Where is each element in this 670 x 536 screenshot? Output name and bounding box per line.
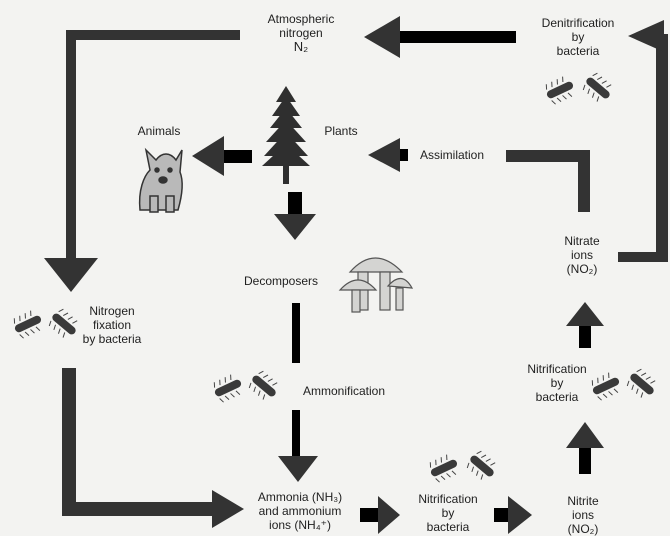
arrow-ammonia-to-nitrification-head: [378, 496, 400, 534]
arrow-nitrate-to-assimilation: [506, 150, 590, 212]
label-ammonia: Ammonia (NH₃) and ammonium ions (NH₄⁺): [258, 490, 342, 532]
arrow-ammonia-to-nitrification: [360, 508, 380, 522]
arrow-nitrification-to-nitrate: [579, 322, 591, 348]
label-line: ions (NH₄⁺): [269, 518, 331, 532]
label-line: Nitrogen: [89, 304, 135, 318]
label-line: by bacteria: [82, 332, 142, 346]
label-atmospheric-nitrogen: Atmospheric nitrogen N₂: [268, 12, 335, 54]
arrow-denitrification-to-atmosphere-head: [364, 16, 400, 58]
label-nitrogen-fixation: Nitrogen fixation by bacteria: [83, 304, 142, 346]
label-nitrite-ions: Nitrite ions (NO₂): [567, 494, 598, 536]
label-line: by: [550, 376, 564, 390]
label-line: Nitrate: [564, 234, 600, 248]
arrow-ammonification-to-ammonia: [292, 410, 300, 458]
arrow-plants-to-animals-head: [192, 136, 224, 176]
arrow-decomposers-to-ammonification: [292, 303, 300, 363]
label-animals: Animals: [137, 124, 181, 138]
label-line: bacteria: [426, 520, 470, 534]
arrow-nitrate-to-denitrification-head: [628, 20, 664, 52]
label-line: Denitrification: [541, 16, 615, 30]
label-line: by: [441, 506, 455, 520]
label-line: (NO₂): [567, 522, 599, 536]
label-plants: Plants: [324, 124, 358, 138]
dog-icon: [138, 147, 183, 213]
label-line: bacteria: [535, 390, 579, 404]
bacteria-icon: [13, 72, 656, 483]
label-nitrification-upper: Nitrification by bacteria: [527, 362, 586, 404]
label-assimilation: Assimilation: [419, 148, 485, 162]
arrow-nitrification-to-nitrate-head: [566, 302, 604, 326]
label-line: fixation: [92, 318, 132, 332]
label-line: Nitrite: [567, 494, 599, 508]
label-line: by: [571, 30, 585, 44]
label-line: ions: [570, 248, 593, 262]
label-line: Ammonia (NH₃): [257, 490, 343, 504]
arrow-plants-to-decomposers-head: [274, 214, 316, 240]
arrow-plants-to-animals: [222, 150, 252, 163]
arrow-nitrate-to-denitrification: [618, 34, 668, 262]
arrow-nitrite-to-nitrification-head: [566, 422, 604, 448]
label-denitrification: Denitrification by bacteria: [542, 16, 615, 58]
label-nitrification-lower: Nitrification by bacteria: [418, 492, 477, 534]
label-line: Atmospheric: [267, 12, 335, 26]
arrow-nitrification-to-nitrite: [494, 508, 510, 522]
tree-icon: [262, 86, 310, 184]
arrow-fixation-to-ammonia-head: [212, 490, 244, 528]
label-line: (NO₂): [566, 262, 598, 276]
label-line: nitrogen: [279, 26, 323, 40]
arrow-denitrification-to-atmosphere: [398, 31, 516, 43]
label-ammonification: Ammonification: [302, 384, 386, 398]
arrow-nitrite-to-nitrification: [579, 444, 591, 474]
label-line: Nitrification: [418, 492, 478, 506]
arrow-ammonification-to-ammonia-head: [278, 456, 318, 482]
label-line: and ammonium: [258, 504, 342, 518]
arrow-assimilation-to-plants-head: [368, 138, 400, 172]
arrow-nitrification-to-nitrite-head: [508, 496, 532, 534]
label-line: N₂: [293, 39, 309, 54]
arrow-plants-to-decomposers: [288, 192, 302, 216]
label-line: Nitrification: [527, 362, 587, 376]
label-line: ions: [571, 508, 594, 522]
label-nitrate-ions: Nitrate ions (NO₂): [564, 234, 599, 276]
label-line: bacteria: [556, 44, 600, 58]
mushroom-icon: [338, 257, 414, 313]
label-decomposers: Decomposers: [243, 274, 319, 288]
arrow-atmosphere-to-fixation-head: [44, 258, 98, 292]
arrow-fixation-to-ammonia: [62, 368, 214, 516]
